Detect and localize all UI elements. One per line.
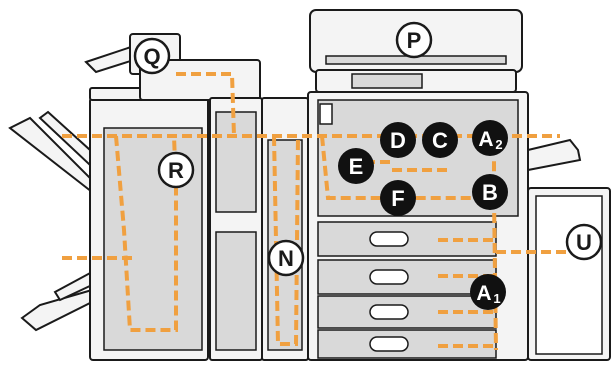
control-panel-screen [351, 73, 423, 89]
path-q-route [176, 72, 236, 137]
label-q: Q [143, 44, 160, 69]
badge-a1: A 1 [470, 274, 506, 310]
drawer-handle-1 [369, 231, 409, 247]
label-c: C [432, 128, 448, 153]
label-a1-sub: 1 [493, 291, 500, 306]
label-a2-sub: 2 [495, 137, 502, 152]
badge-a2: A 2 [472, 120, 508, 156]
path-n-loop [272, 135, 300, 346]
path-a1-vertical [492, 197, 498, 351]
badge-p: P [395, 21, 433, 59]
badge-q: Q [133, 37, 171, 75]
label-n: N [278, 246, 294, 271]
inserter-left-slot-1 [215, 111, 257, 213]
badge-r: R [157, 151, 195, 189]
bypass-tray [527, 138, 582, 172]
drawer-handle-4 [369, 336, 409, 352]
inserter-left-slot-2 [215, 231, 257, 351]
lcu-panel [535, 195, 603, 355]
finisher-unit [8, 87, 209, 361]
label-a2-main: A [478, 128, 493, 151]
drawer-handle-2 [369, 269, 409, 285]
label-a1-main: A [476, 282, 491, 305]
label-e: E [349, 154, 364, 179]
drawer-handle-3 [369, 304, 409, 320]
badge-c: C [422, 122, 458, 158]
label-b: B [482, 180, 498, 205]
label-r: R [168, 158, 184, 183]
badge-e: E [338, 148, 374, 184]
badge-n: N [267, 239, 305, 277]
badge-f: F [380, 180, 416, 216]
label-u: U [576, 230, 592, 255]
badge-b: B [472, 174, 508, 210]
label-f: F [391, 186, 404, 211]
label-d: D [390, 128, 406, 153]
badge-u: U [565, 223, 603, 261]
label-p: P [407, 28, 422, 53]
small-window [319, 103, 333, 125]
badge-d: D [380, 122, 416, 158]
feeder-lower-body [139, 59, 261, 101]
